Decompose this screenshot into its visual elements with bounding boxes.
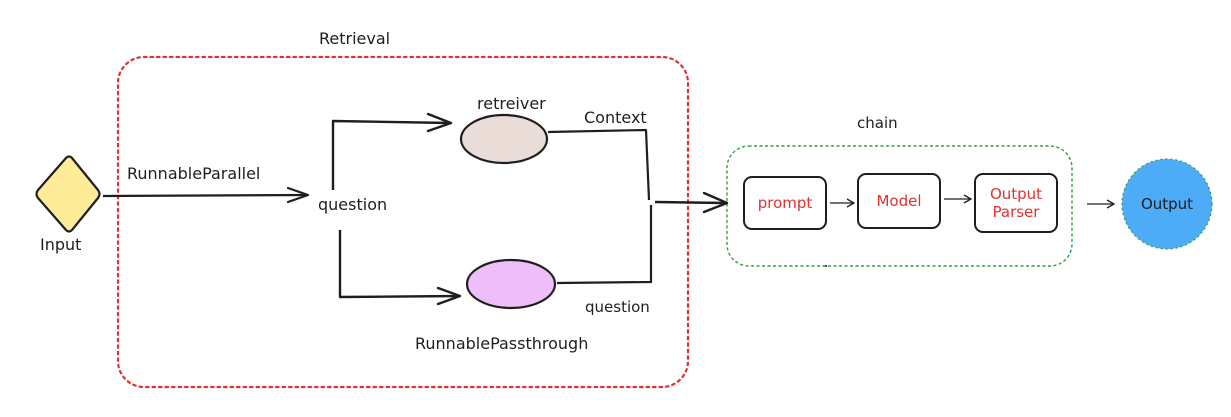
output-text: Output [1140,195,1194,213]
output-parser-line2: Parser [992,203,1040,221]
prompt-text: prompt [757,194,813,212]
input-diamond [35,155,101,233]
branch-to-passthrough [338,230,460,299]
model-text: Model [876,192,922,210]
prompt-model-arrowhead [846,198,856,208]
question-pass-line [556,205,653,285]
output-parser-box [974,173,1058,233]
runnable-parallel-label: RunnableParallel [127,164,261,183]
context-line [547,128,651,201]
passthrough-label: RunnablePassthrough [415,334,589,353]
output-parser-line1: Output [989,185,1043,203]
input-label: Input [40,235,82,254]
retriever-label: retreiver [477,94,546,113]
output-parser-text: Output Parser [975,174,1057,232]
branch-to-passthrough-arrowhead [436,286,462,306]
chain-group-border [726,145,1073,267]
retrieval-group-label: Retrieval [319,29,391,48]
question-pass-label: question [585,298,650,316]
merge-arrow [654,200,727,205]
stray-dot [825,265,827,267]
passthrough-node [465,258,557,310]
branch-to-retriever [331,119,451,190]
retrieval-group-border [116,55,690,389]
prompt-box [743,176,827,230]
runnable-parallel-arrowhead [286,186,310,204]
context-label: Context [584,108,647,127]
chain-group-label: chain [857,114,898,132]
output-node [1121,158,1213,250]
question-split-label: question [318,195,388,214]
model-box [857,173,941,229]
merge-arrowhead [702,191,729,214]
retriever-node [459,113,549,165]
model-parser-arrowhead [963,194,973,204]
parser-output-arrowhead [1106,199,1116,209]
branch-to-retriever-arrowhead [426,112,453,133]
runnable-parallel-arrow [102,193,308,198]
